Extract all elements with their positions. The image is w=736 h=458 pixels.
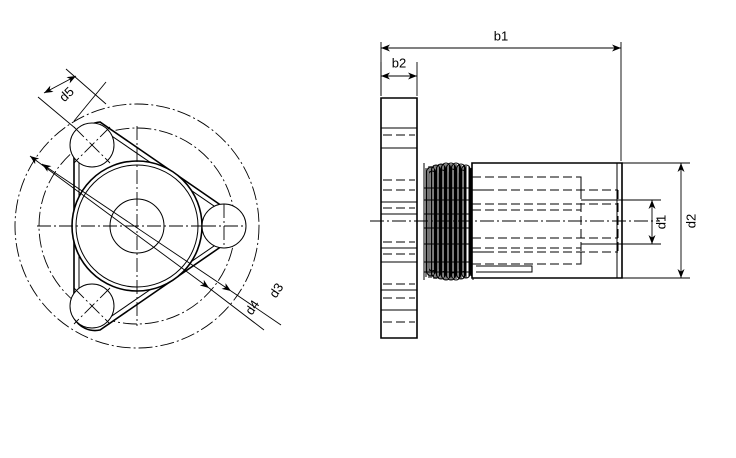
dimension-b1-label: b1 [494,28,508,43]
dimension-d2-label: d2 [683,214,698,228]
dimension-d4-label: d4 [242,297,263,317]
ball-groove-pattern [424,163,473,280]
ball-groove-section [424,163,473,280]
dimension-d5-extension-c [74,82,106,121]
dimension-d5-extension-b [66,69,106,104]
bolt-hole-center-mark-b [74,288,110,324]
bolt-hole-center-mark-b [74,127,110,163]
dimension-d3-label: d3 [266,280,287,300]
nut-recess-detail [476,266,532,272]
ball-groove-section-lines [424,188,473,272]
nut-bore-hidden-step-top [472,177,618,190]
flange-plate-outline [381,98,417,338]
nut-body [472,163,622,278]
dimension-d5-line [44,76,76,93]
bolt-hole-right [202,204,246,248]
section-view: b1 b2 d1 d2 [370,28,698,338]
flange-plate [381,98,417,338]
dimension-d3-leader [231,291,281,325]
dimension-d5-extension-a [38,97,75,128]
dimension-d2: d2 [622,163,698,278]
dimension-d4-line [30,156,209,288]
front-view: d3 d4 d5 [15,69,286,348]
nut-body-internal-features [472,177,618,272]
dimension-d4: d4 [30,156,264,330]
dimension-d1-label: d1 [653,215,668,229]
dimension-b2: b2 [381,55,417,96]
bolt-hole-lower-left [70,284,114,328]
nut-body-outline [472,163,622,278]
bolt-hole-upper-left [70,123,114,167]
front-view-outer-reference-circle [15,104,259,348]
dimension-d4-leader [209,288,264,330]
dimension-d1: d1 [581,200,668,244]
ball-groove-track-lines [426,164,471,280]
dimension-b2-label: b2 [392,55,406,70]
